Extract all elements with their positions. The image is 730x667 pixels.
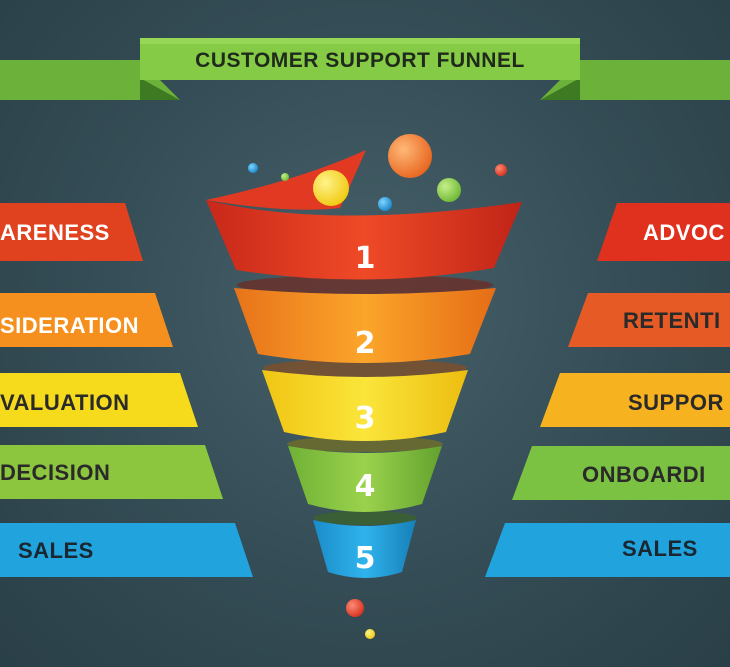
right-label-text-5: SALES: [622, 536, 698, 561]
funnel-stage-3: [262, 370, 468, 441]
funnel-stage-4: [288, 446, 442, 512]
decorative-balls: [248, 134, 507, 639]
funnel-stage-5: [313, 520, 416, 578]
right-label-text-2: RETENTI: [623, 308, 721, 333]
right-label-bar-5: [485, 523, 730, 577]
green-ball-icon: [437, 178, 461, 202]
left-label-bar-3: [0, 373, 198, 427]
funnel: 1 2 3 4 5: [206, 150, 522, 578]
right-label-3: SUPPOR: [540, 373, 730, 427]
stage-number-1: 1: [355, 241, 376, 276]
right-label-text-3: SUPPOR: [628, 390, 724, 415]
left-label-text-2: SIDERATION: [0, 313, 139, 338]
left-label-text-5: SALES: [18, 538, 94, 563]
stage-number-3: 3: [355, 401, 376, 436]
left-label-bar-1: [0, 203, 143, 261]
right-label-text-1: ADVOC: [643, 220, 725, 245]
funnel-stage-2: [234, 288, 496, 363]
left-label-3: VALUATION: [0, 373, 198, 427]
small-blue-ball-icon: [248, 163, 258, 173]
right-label-bar-3: [540, 373, 730, 427]
funnel-stage-1: [206, 200, 522, 280]
bottom-red-ball-icon: [346, 599, 364, 617]
left-label-bar-4: [0, 445, 223, 499]
left-label-bar-5: [0, 523, 253, 577]
funnel-shadow-2: [237, 275, 493, 295]
funnel-shadow-5: [313, 511, 417, 525]
yellow-ball-icon: [313, 170, 349, 206]
left-label-4: DECISION: [0, 445, 223, 499]
stage-number-5: 5: [355, 541, 376, 576]
right-label-bar-1: [597, 203, 730, 261]
left-label-2: SIDERATION: [0, 293, 173, 347]
left-label-1: ARENESS: [0, 203, 143, 261]
ribbon-band: [140, 38, 580, 80]
ribbon-right-tail: [540, 60, 730, 100]
right-label-column: ADVOC RETENTI SUPPOR ONBOARDI SALES: [485, 203, 730, 577]
ribbon-left-fold: [140, 78, 180, 100]
blue-ball-icon: [378, 197, 392, 211]
title-ribbon: CUSTOMER SUPPORT FUNNEL: [0, 38, 730, 100]
small-red-ball-icon: [495, 164, 507, 176]
funnel-shadow-3: [263, 359, 467, 377]
right-label-text-4: ONBOARDI: [582, 462, 706, 487]
stage-number-4: 4: [355, 469, 376, 504]
left-label-column: ARENESS SIDERATION VALUATION DECISION SA…: [0, 203, 253, 577]
bottom-yellow-ball-icon: [365, 629, 375, 639]
stage-number-2: 2: [355, 326, 376, 361]
right-label-bar-4: [512, 446, 730, 500]
right-label-1: ADVOC: [597, 203, 730, 261]
ribbon-left-tail: [0, 60, 180, 100]
ribbon-right-fold: [540, 78, 580, 100]
left-label-text-4: DECISION: [0, 460, 110, 485]
left-label-text-1: ARENESS: [0, 220, 110, 245]
left-label-bar-2: [0, 293, 173, 347]
funnel-shadow-4: [287, 436, 443, 452]
right-label-bar-2: [568, 293, 730, 347]
small-green-ball-icon: [281, 173, 289, 181]
ribbon-band-highlight: [140, 38, 580, 44]
left-label-5: SALES: [0, 523, 253, 577]
diagram-title: CUSTOMER SUPPORT FUNNEL: [195, 49, 525, 72]
orange-ball-icon: [388, 134, 432, 178]
right-label-5: SALES: [485, 523, 730, 577]
left-label-text-3: VALUATION: [0, 390, 130, 415]
right-label-4: ONBOARDI: [512, 446, 730, 500]
right-label-2: RETENTI: [568, 293, 730, 347]
